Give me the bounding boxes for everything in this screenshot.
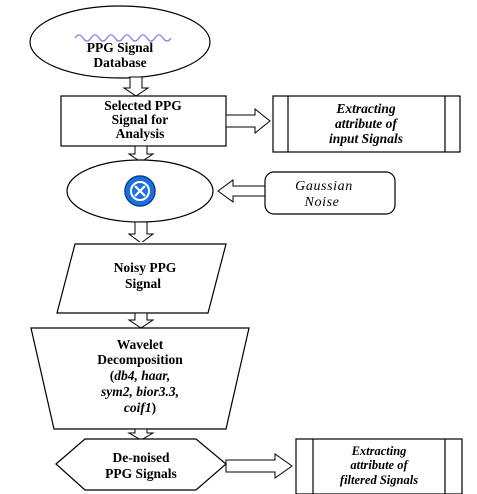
noisy-label-line1: Noisy PPG — [114, 260, 177, 275]
denoised-label-line2: PPG Signals — [105, 466, 177, 481]
node-wavelet: Wavelet Decomposition (db4, haar, sym2, … — [30, 327, 250, 430]
selected-label-line2: Signal for — [112, 112, 169, 127]
extract-input-label-line1: Extracting — [335, 101, 396, 116]
node-database: PPG Signal Database — [29, 5, 211, 79]
wavelet-label-line2: Decomposition — [97, 352, 183, 367]
arrow-left-noise — [217, 179, 266, 203]
node-denoised: De-noised PPG Signals — [55, 438, 227, 491]
wavelet-label-line3: (db4, haar, — [110, 368, 170, 383]
noisy-label-line2: Signal — [125, 276, 161, 291]
arrow-down-2 — [127, 145, 155, 163]
extract-filtered-label-line2: attribute of — [350, 458, 409, 472]
noise-label-line1: Gaussian — [295, 179, 353, 194]
noisy-ppg-parallelogram-shape — [56, 243, 227, 314]
extract-filtered-label-line3: filtered Signals — [340, 473, 418, 487]
node-selected: Selected PPG Signal for Analysis — [60, 95, 227, 147]
arrow-right-2 — [225, 453, 293, 479]
node-extract-input: Extracting attribute of input Signals — [272, 95, 461, 153]
denoised-label-line1: De-noised — [113, 450, 170, 465]
arrow-down-1 — [122, 76, 150, 97]
arrow-down-3 — [127, 221, 155, 244]
arrow-down-5 — [127, 428, 155, 441]
selected-label-line3: Analysis — [116, 126, 165, 141]
database-label-line2: Database — [93, 55, 146, 70]
extract-filtered-label-line1: Extracting — [351, 444, 407, 458]
wave-icon — [74, 34, 172, 42]
arrow-right-1 — [225, 107, 271, 135]
wavelet-label-line4: sym2, bior3.3, — [100, 384, 179, 399]
noise-label-line2: Noise — [304, 195, 340, 210]
selected-label-line1: Selected PPG — [104, 98, 182, 113]
extract-input-label-line2: attribute of — [335, 116, 398, 131]
wavelet-label-line1: Wavelet — [117, 337, 164, 352]
node-extract-filtered: Extracting attribute of filtered Signals — [295, 438, 463, 494]
node-mixer — [66, 159, 214, 223]
arrow-down-4 — [127, 312, 155, 329]
extract-input-label-line3: input Signals — [329, 131, 403, 146]
node-noise: Gaussian Noise — [264, 171, 396, 215]
database-label-line1: PPG Signal — [87, 40, 154, 55]
wavelet-label-line5: coif1) — [124, 400, 156, 415]
